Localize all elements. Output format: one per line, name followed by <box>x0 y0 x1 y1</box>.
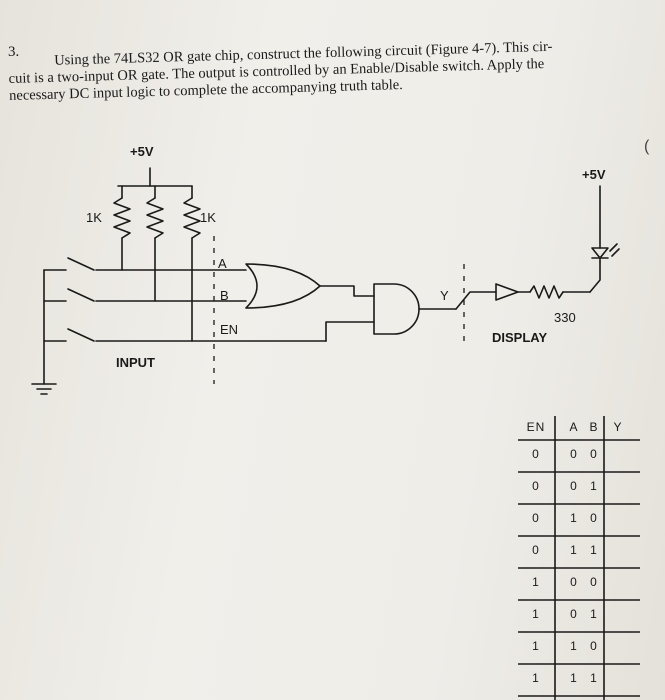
truth-table-header-en: EN <box>527 420 546 434</box>
input-a-label: A <box>218 256 227 271</box>
truth-table-header-b: B <box>589 420 598 434</box>
input-label: INPUT <box>116 355 155 370</box>
resistor-1 <box>113 197 131 239</box>
led-ray-1 <box>609 243 618 252</box>
truth-table-cell: 1 <box>532 575 540 589</box>
switch-1-blade <box>67 257 95 271</box>
led-lower-wire <box>589 261 601 293</box>
truth-table-cell: 1 <box>532 607 540 621</box>
display-input-wire <box>455 291 497 310</box>
problem-number: 3. <box>8 44 20 60</box>
truth-table-cell: 0 <box>532 543 540 557</box>
truth-table-cell: 0 <box>532 511 540 525</box>
truth-table-cell: 1 <box>570 511 578 525</box>
enable-wire <box>325 321 375 342</box>
led-triangle <box>591 247 609 259</box>
truth-table-cell: 1 <box>590 543 598 557</box>
display-resistor-label: 330 <box>554 310 576 325</box>
truth-table-header-a: A <box>569 420 578 434</box>
truth-table-cell: 0 <box>532 479 540 493</box>
truth-table-cell: 0 <box>590 447 598 461</box>
truth-table-cell: 0 <box>590 511 598 525</box>
supply-left-label: +5V <box>130 144 154 159</box>
supply-right-label: +5V <box>582 167 606 182</box>
or-gate <box>245 263 321 309</box>
truth-table-header-y: Y <box>613 420 622 434</box>
truth-table-cell: 0 <box>570 479 578 493</box>
input-en-label: EN <box>220 322 238 337</box>
resistor-2 <box>146 197 164 239</box>
truth-table-cell: 0 <box>570 447 578 461</box>
resistor-left-label: 1K <box>86 210 102 225</box>
resistor-3 <box>183 197 201 239</box>
input-b-label: B <box>220 288 229 303</box>
led-ray-2 <box>611 248 620 257</box>
output-y-label: Y <box>440 288 449 303</box>
truth-table-cell: 1 <box>590 479 598 493</box>
truth-table-cell: 1 <box>532 671 540 685</box>
resistor-330 <box>529 285 564 299</box>
truth-table-cell: 0 <box>590 575 598 589</box>
or-output-wire <box>319 285 375 297</box>
display-driver <box>495 283 519 301</box>
truth-table-cell: 1 <box>590 607 598 621</box>
truth-table-cell: 0 <box>570 575 578 589</box>
truth-table-cell: 1 <box>532 639 540 653</box>
margin-mark: ( <box>644 138 650 155</box>
truth-table-cell: 1 <box>570 543 578 557</box>
truth-table-cell: 1 <box>590 671 598 685</box>
and-gate <box>373 283 420 335</box>
truth-table-cell: 0 <box>570 607 578 621</box>
truth-table-cell: 0 <box>590 639 598 653</box>
resistor-right-label: 1K <box>200 210 216 225</box>
display-label: DISPLAY <box>492 330 547 345</box>
switch-2-blade <box>67 288 95 302</box>
truth-table-cell: 0 <box>532 447 540 461</box>
switch-3-blade <box>67 328 95 342</box>
truth-table-cell: 1 <box>570 639 578 653</box>
truth-table-cell: 1 <box>570 671 578 685</box>
